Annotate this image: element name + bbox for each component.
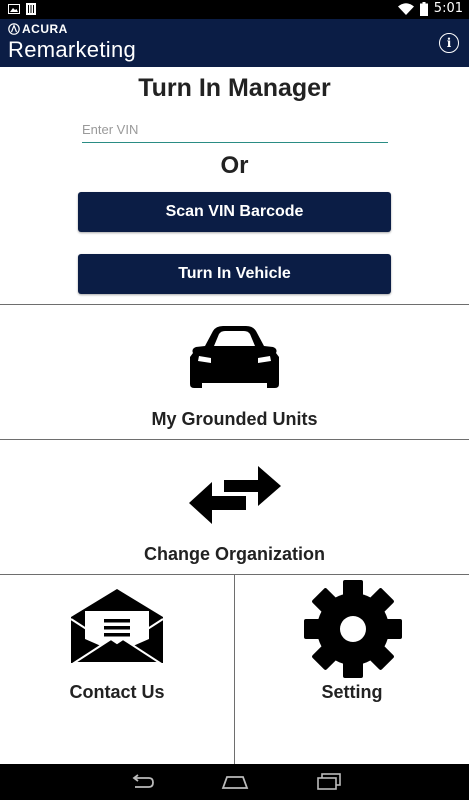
vin-input[interactable] [82, 116, 388, 143]
car-icon [190, 326, 279, 388]
brand-name: ACURA [22, 22, 68, 36]
navigation-bar [0, 764, 469, 800]
grounded-units-label: My Grounded Units [151, 409, 318, 429]
status-system: 5:01 [397, 1, 463, 16]
home-icon [221, 776, 249, 789]
acura-logo-icon [8, 23, 20, 35]
wifi-icon [397, 2, 414, 15]
recents-icon [317, 773, 341, 790]
contact-us-label: Contact Us [69, 682, 165, 702]
swap-arrows-icon [189, 466, 281, 524]
back-icon [132, 774, 154, 788]
status-time: 5:01 [433, 1, 463, 16]
scan-vin-barcode-button[interactable]: Scan VIN Barcode [78, 192, 391, 232]
turn-in-vehicle-button[interactable]: Turn In Vehicle [78, 254, 391, 294]
image-icon [8, 4, 20, 14]
or-label: Or [220, 152, 249, 179]
recents-button[interactable] [314, 772, 344, 792]
app-title: Remarketing [8, 37, 137, 62]
page-title: Turn In Manager [138, 74, 331, 102]
divider [0, 439, 469, 440]
battery-icon [419, 1, 428, 16]
sim-icon [26, 3, 36, 15]
back-button[interactable] [127, 772, 157, 792]
change-organization-label: Change Organization [143, 544, 325, 564]
status-notifications [8, 3, 36, 15]
envelope-icon [71, 589, 163, 663]
app-bar: ACURA Remarketing i [0, 19, 469, 67]
grounded-units-tile[interactable]: My Grounded Units [0, 305, 469, 439]
info-button[interactable]: i [439, 33, 459, 53]
home-button[interactable] [220, 772, 250, 792]
setting-label: Setting [321, 682, 383, 702]
divider [0, 304, 469, 305]
setting-tile[interactable]: Setting [235, 575, 469, 764]
info-icon: i [446, 36, 452, 50]
contact-us-tile[interactable]: Contact Us [0, 575, 234, 764]
vertical-divider [234, 574, 235, 764]
change-organization-tile[interactable]: Change Organization [0, 440, 469, 574]
brand-logo: ACURA [8, 22, 68, 36]
gear-icon [304, 580, 402, 678]
status-bar: 5:01 [0, 0, 469, 19]
